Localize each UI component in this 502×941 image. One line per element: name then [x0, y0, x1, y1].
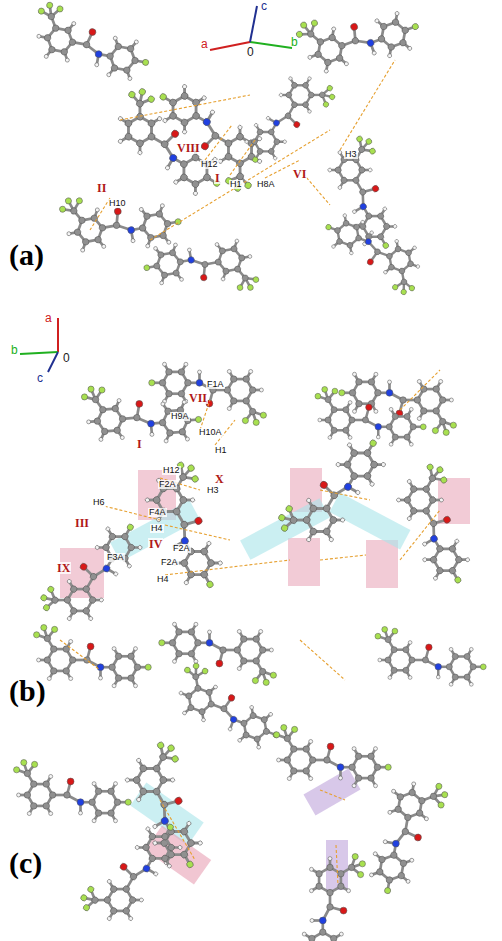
- molecule: [293, 0, 425, 85]
- interaction-number: II: [96, 182, 107, 194]
- molecule: [101, 84, 242, 204]
- axis-triads: [20, 6, 292, 372]
- molecule: [81, 377, 204, 450]
- molecule: [76, 803, 190, 937]
- atom-label: F3A: [106, 553, 125, 562]
- molecule: [313, 209, 431, 298]
- atom-label: H1: [229, 180, 243, 189]
- molecule: [375, 627, 486, 687]
- molecules: [14, 0, 497, 941]
- molecule: [131, 457, 251, 598]
- interaction-number: IV: [148, 538, 163, 550]
- axis-label: b: [10, 344, 19, 356]
- atom-label: H3: [344, 150, 358, 159]
- molecule: [168, 660, 293, 754]
- atom-label: H3: [206, 486, 220, 495]
- molecule: [34, 625, 152, 688]
- molecule: [339, 372, 457, 435]
- atom-label: F2A: [160, 558, 179, 567]
- axis-label: a: [200, 38, 209, 50]
- panel-label: (b): [8, 676, 47, 706]
- molecule: [302, 854, 365, 941]
- molecule: [36, 503, 150, 637]
- atom-label: F2A: [158, 480, 177, 489]
- interaction-number: VII: [188, 392, 208, 404]
- axis-label: c: [36, 372, 44, 384]
- atom-label: H4: [150, 524, 164, 533]
- axis-label: c: [260, 0, 268, 12]
- atom-label: F4A: [148, 508, 167, 517]
- molecule: [367, 774, 450, 901]
- molecule: [138, 76, 279, 196]
- atom-label: F2A: [172, 544, 191, 553]
- atom-label: H6: [92, 498, 106, 507]
- atom-label: H9A: [170, 412, 190, 421]
- molecule: [29, 0, 156, 83]
- interaction-number: I: [214, 172, 221, 184]
- interaction-number: IX: [56, 562, 71, 574]
- interaction-number: VIII: [176, 142, 201, 154]
- molecule: [58, 179, 185, 262]
- molecule: [315, 132, 422, 258]
- axis-label: a: [44, 312, 53, 324]
- panel-label: (c): [8, 848, 43, 878]
- molecule: [274, 725, 392, 788]
- molecule: [111, 737, 231, 878]
- molecule: [238, 62, 339, 181]
- atom-label: F1A: [206, 380, 225, 389]
- contact-lines: [60, 60, 440, 885]
- interaction-number: III: [74, 517, 90, 529]
- atom-label: H12: [162, 466, 181, 475]
- molecule: [14, 760, 132, 823]
- axis-label: 0: [246, 46, 255, 58]
- molecule: [159, 622, 277, 685]
- interaction-number: X: [214, 473, 225, 485]
- molecule: [149, 362, 267, 425]
- molecule: [274, 418, 394, 559]
- atom-label: H8A: [256, 180, 276, 189]
- interaction-number: VI: [292, 168, 307, 180]
- atom-label: H12: [200, 160, 219, 169]
- molecule: [141, 230, 261, 308]
- atom-label: H1: [214, 446, 228, 455]
- molecule: [383, 459, 497, 593]
- panel-label: (a): [8, 240, 45, 270]
- molecule: [315, 387, 426, 447]
- atom-label: H10A: [198, 428, 223, 437]
- axis-label: b: [290, 36, 299, 48]
- atom-label: H10: [108, 199, 127, 208]
- highlight-regions: [60, 468, 470, 890]
- axis-label: 0: [62, 352, 71, 364]
- atom-label: H4: [156, 575, 170, 584]
- interaction-number: I: [136, 438, 143, 450]
